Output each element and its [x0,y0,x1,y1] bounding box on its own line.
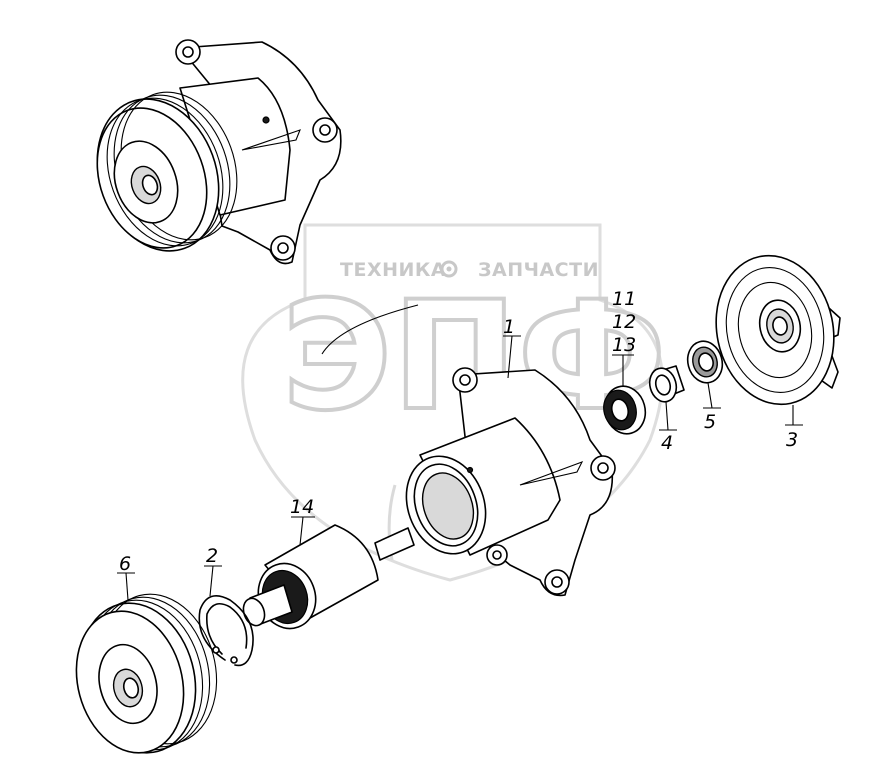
callout-11: 11 [612,288,636,310]
gear-icon [440,260,458,278]
pump-housing [405,367,616,597]
callout-3: 3 [786,429,798,451]
sleeve-bushing [648,365,685,403]
assembled-water-pump [96,39,342,265]
callout-6: 6 [119,553,131,575]
callout-12: 12 [612,311,636,333]
leader-lines [117,304,803,601]
seal-ring [686,340,724,384]
watermark-brand-left: ТЕХНИКА [340,259,446,281]
watermark-brand-right: ЗАПЧАСТИ [478,259,599,281]
callout-1: 1 [503,316,515,338]
drive-pulley [75,593,218,754]
bearing-seal-pack [603,385,647,435]
callouts: 1 2 3 4 5 6 11 12 13 14 [119,288,798,575]
callout-14: 14 [290,496,314,518]
callout-2: 2 [206,545,218,567]
retaining-circlip [198,594,254,667]
callout-13: 13 [612,334,636,356]
callout-5: 5 [704,411,716,433]
shaft-bearing-assembly [242,524,415,630]
callout-4: 4 [661,432,673,454]
impeller [715,254,841,406]
